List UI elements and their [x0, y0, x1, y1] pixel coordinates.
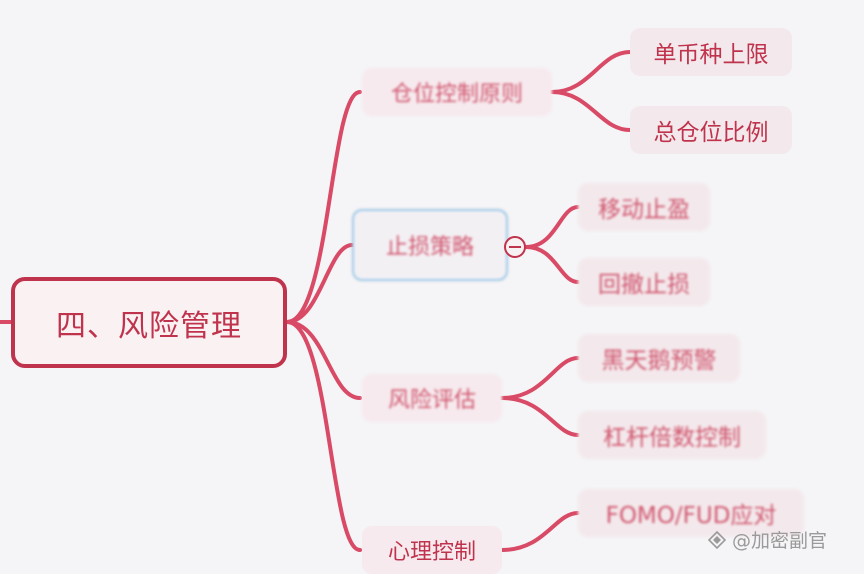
branch-node-stop-loss[interactable]: 止损策略	[352, 209, 508, 281]
connector-branch-2-leaf-1	[524, 205, 580, 249]
watermark: @加密副官	[708, 526, 827, 553]
collapse-toggle-button[interactable]	[504, 236, 526, 258]
root-node[interactable]: 四、风险管理	[11, 277, 287, 368]
connector-branch-1-leaf-1	[550, 50, 632, 94]
leaf-node-fomo-fud[interactable]: FOMO/FUD应对	[578, 489, 804, 537]
connector-root-branch-3	[285, 320, 362, 400]
branch-node-position-control[interactable]: 仓位控制原则	[362, 68, 552, 116]
minus-icon	[509, 246, 521, 248]
leaf-node-single-coin-limit[interactable]: 单币种上限	[630, 28, 792, 76]
connector-branch-1-leaf-2	[550, 90, 632, 132]
diamond-logo-icon	[708, 530, 726, 549]
connector-root-branch-4	[285, 320, 362, 552]
branch-node-psychology[interactable]: 心理控制	[362, 526, 502, 574]
connector-branch-2-leaf-2	[524, 245, 580, 284]
leaf-node-drawdown-stop-loss[interactable]: 回撤止损	[578, 258, 710, 306]
connector-root-branch-1	[285, 90, 362, 324]
connector-root-branch-2	[285, 243, 354, 324]
connector-branch-3-leaf-2	[500, 396, 580, 437]
leaf-node-trailing-take-profit[interactable]: 移动止盈	[578, 183, 710, 231]
branch-node-risk-assessment[interactable]: 风险评估	[362, 374, 502, 422]
watermark-text: @加密副官	[732, 530, 828, 552]
leaf-node-leverage-control[interactable]: 杠杆倍数控制	[578, 411, 766, 459]
connector-branch-4-leaf-1	[500, 511, 580, 552]
leaf-node-black-swan-warning[interactable]: 黑天鹅预警	[578, 334, 740, 382]
leaf-node-total-position-ratio[interactable]: 总仓位比例	[630, 106, 792, 154]
connector-branch-3-leaf-1	[500, 356, 580, 400]
